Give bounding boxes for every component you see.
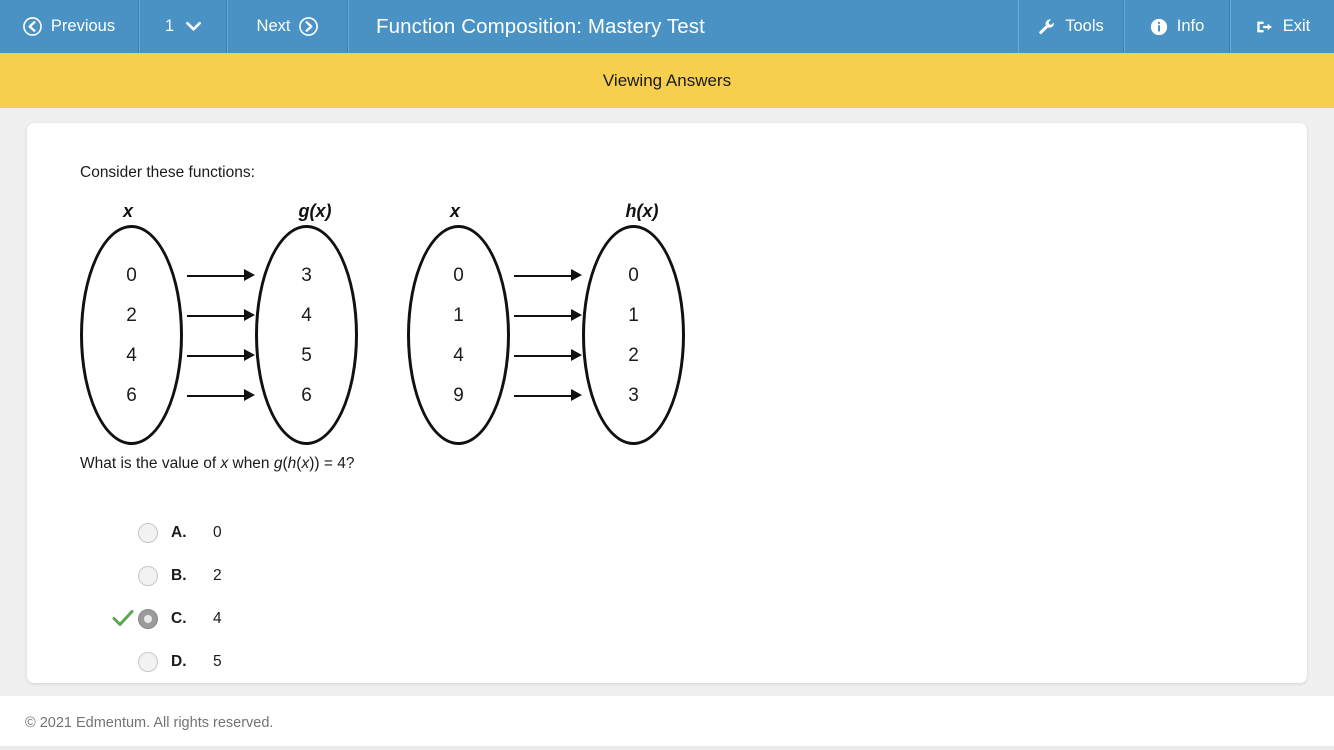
correct-check-icon [111, 606, 135, 630]
diagram-g-output-values: 3 4 5 6 [255, 225, 358, 445]
mapping-arrow-icon [514, 345, 582, 366]
answer-choice-c[interactable]: C. 4 [80, 597, 720, 640]
choice-letter: A. [171, 523, 187, 541]
value-item: 0 [628, 264, 639, 286]
value-item: 2 [126, 304, 137, 326]
value-item: 4 [453, 344, 464, 366]
chevron-down-icon [186, 21, 201, 32]
copyright-text: © 2021 Edmentum. All rights reserved. [25, 715, 274, 731]
value-item: 0 [126, 264, 137, 286]
question-stem: Consider these functions: [80, 164, 255, 181]
mapping-arrow-icon [187, 385, 255, 406]
choice-value: 0 [213, 523, 222, 541]
page-selector-dropdown[interactable]: 1 [139, 0, 227, 53]
exit-button[interactable]: Exit [1230, 0, 1334, 53]
radio-button-c[interactable] [138, 608, 158, 629]
choice-value: 5 [213, 652, 222, 670]
diagram-h-output-oval [582, 225, 685, 445]
question-text-part: ( [282, 455, 288, 472]
mapping-arrow-icon [187, 265, 255, 286]
value-item: 1 [628, 304, 639, 326]
status-banner-text: Viewing Answers [602, 70, 732, 90]
choice-value: 2 [213, 566, 222, 584]
mapping-arrow-icon [187, 345, 255, 366]
question-prompt: What is the value of x when g(h(x)) = 4? [80, 455, 354, 473]
diagram-h-output-label: h(x) [625, 201, 659, 221]
value-item: 5 [301, 344, 312, 366]
question-text-part: )) [309, 455, 320, 472]
diagram-g-input-values: 0 2 4 6 [80, 225, 183, 445]
choice-letter: C. [171, 609, 187, 627]
value-item: 6 [301, 384, 312, 406]
radio-button-b[interactable] [138, 565, 158, 586]
value-item: 2 [628, 344, 639, 366]
diagram-g-arrows [187, 225, 255, 445]
diagram-h-arrows [514, 225, 582, 445]
exit-arrow-icon [1255, 18, 1274, 36]
value-item: 4 [126, 344, 137, 366]
previous-button[interactable]: Previous [0, 0, 139, 53]
page-title: Function Composition: Mastery Test [376, 14, 705, 38]
page-footer: © 2021 Edmentum. All rights reserved. [0, 696, 1334, 750]
exit-label: Exit [1282, 17, 1311, 35]
diagram-g-output-oval [255, 225, 358, 445]
diagram-g-input-label: x [122, 201, 133, 221]
info-circle-icon [1150, 18, 1168, 36]
info-label: Info [1176, 17, 1205, 35]
mapping-arrow-icon [514, 305, 582, 326]
question-card: Consider these functions: x g(x) 0 2 4 6… [27, 123, 1307, 683]
choice-letter: D. [171, 652, 187, 670]
value-item: 3 [301, 264, 312, 286]
previous-label: Previous [50, 17, 116, 35]
answer-choice-a[interactable]: A. 0 [80, 511, 720, 554]
tools-label: Tools [1065, 17, 1104, 35]
question-var-x: x [301, 455, 310, 472]
diagram-h-input-values: 0 1 4 9 [407, 225, 510, 445]
arrow-left-circle-icon [23, 17, 42, 36]
choice-letter: B. [171, 566, 187, 584]
top-navigation-bar: Previous 1 Next Function Composition: Ma… [0, 0, 1334, 53]
value-item: 1 [453, 304, 464, 326]
mapping-arrow-icon [187, 305, 255, 326]
question-text-part: when [228, 455, 274, 472]
next-label: Next [256, 17, 291, 35]
next-button[interactable]: Next [227, 0, 348, 53]
choice-value: 4 [213, 609, 222, 627]
value-item: 9 [453, 384, 464, 406]
diagram-h-output-values: 0 1 2 3 [582, 225, 685, 445]
mapping-diagram-g: x g(x) 0 2 4 6 3 4 5 6 [80, 201, 365, 456]
value-item: 0 [453, 264, 464, 286]
radio-button-a[interactable] [138, 522, 158, 543]
horizontal-scrollbar[interactable] [0, 746, 1334, 750]
page-number-value: 1 [164, 17, 175, 35]
answer-choice-b[interactable]: B. 2 [80, 554, 720, 597]
wrench-icon [1038, 18, 1056, 36]
question-text-part: = 4? [319, 455, 355, 472]
status-banner: Viewing Answers [0, 53, 1334, 108]
question-func-g: g [273, 455, 283, 472]
value-item: 4 [301, 304, 312, 326]
assessment-title-container: Function Composition: Mastery Test [348, 0, 1018, 53]
mapping-arrow-icon [514, 385, 582, 406]
radio-button-d[interactable] [138, 651, 158, 672]
answer-choice-d[interactable]: D. 5 [80, 640, 720, 683]
value-item: 6 [126, 384, 137, 406]
mapping-arrow-icon [514, 265, 582, 286]
answer-choices: A. 0 B. 2 C. 4 D. 5 [80, 511, 720, 683]
question-var-x: x [220, 455, 229, 472]
value-item: 3 [628, 384, 639, 406]
info-button[interactable]: Info [1124, 0, 1230, 53]
question-text-part: ( [296, 455, 302, 472]
diagram-g-input-oval [80, 225, 183, 445]
diagram-g-output-label: g(x) [298, 201, 332, 221]
mapping-diagrams: x g(x) 0 2 4 6 3 4 5 6 [80, 201, 700, 456]
question-func-h: h [287, 455, 297, 472]
diagram-h-input-label: x [449, 201, 460, 221]
tools-button[interactable]: Tools [1018, 0, 1124, 53]
question-text-part: What is the value of [80, 455, 221, 472]
diagram-h-input-oval [407, 225, 510, 445]
mapping-diagram-h: x h(x) 0 1 4 9 0 1 2 3 [407, 201, 692, 456]
arrow-right-circle-icon [299, 17, 319, 36]
